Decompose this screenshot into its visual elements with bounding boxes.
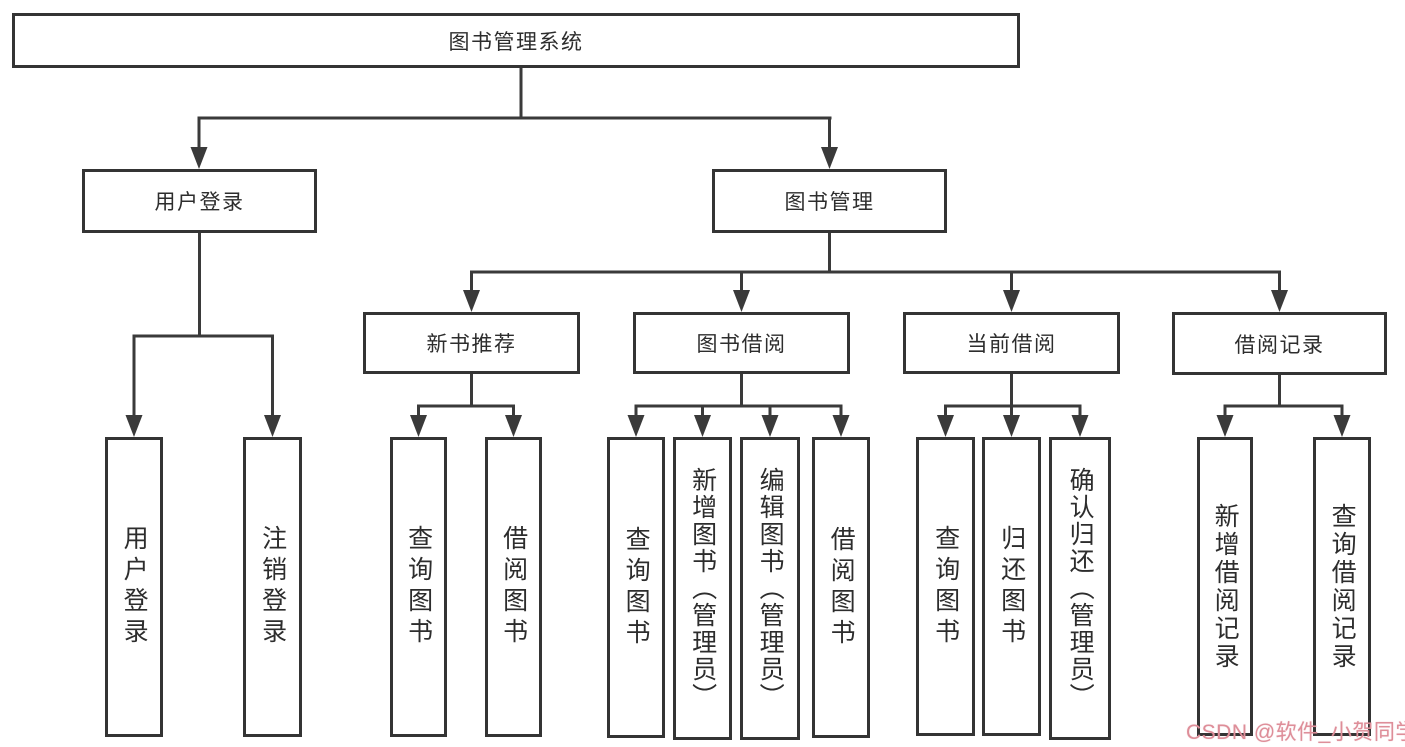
node-nb-borrow-label: 借阅图书: [499, 525, 528, 649]
node-bb-add-label: 新增图书（管理员）: [688, 467, 717, 710]
node-nb-query-label: 查询图书: [404, 525, 433, 649]
node-nb-query: 查询图书: [390, 437, 447, 737]
node-cb-query: 查询图书: [916, 437, 975, 736]
node-borrow-records-label: 借阅记录: [1234, 333, 1325, 357]
csdn-watermark: CSDN @软件_小贺同学: [1186, 721, 1405, 744]
node-bb-add: 新增图书（管理员）: [673, 437, 732, 740]
node-br-add: 新增借阅记录: [1197, 437, 1253, 736]
node-book-borrow-label: 图书借阅: [696, 333, 787, 356]
node-cb-return: 归还图书: [982, 437, 1041, 736]
node-cb-return-label: 归还图书: [997, 524, 1026, 649]
node-current-borrow: 当前借阅: [903, 312, 1120, 374]
node-user-login-label: 用户登录: [154, 191, 245, 214]
node-br-add-label: 新增借阅记录: [1211, 502, 1240, 671]
node-br-query: 查询借阅记录: [1313, 437, 1371, 736]
node-bb-query: 查询图书: [607, 437, 665, 738]
node-new-book-rec: 新书推荐: [363, 312, 580, 374]
node-cb-confirm: 确认归还（管理员）: [1049, 437, 1111, 740]
node-br-query-label: 查询借阅记录: [1328, 502, 1357, 671]
node-bb-query-label: 查询图书: [622, 525, 651, 650]
node-book-borrow: 图书借阅: [633, 312, 850, 374]
node-ul-login-label: 用户登录: [120, 525, 149, 649]
node-ul-logout: 注销登录: [243, 437, 302, 737]
node-ul-login: 用户登录: [105, 437, 163, 737]
node-root-label: 图书管理系统: [448, 30, 584, 54]
node-bb-edit-label: 编辑图书（管理员）: [756, 467, 785, 710]
node-current-borrow-label: 当前借阅: [966, 333, 1057, 356]
node-user-login: 用户登录: [82, 169, 317, 233]
node-bb-borrow: 借阅图书: [812, 437, 870, 738]
node-new-book-rec-label: 新书推荐: [426, 333, 517, 356]
node-bb-edit: 编辑图书（管理员）: [740, 437, 800, 740]
node-root: 图书管理系统: [12, 13, 1020, 68]
node-ul-logout-label: 注销登录: [258, 525, 287, 649]
node-book-mgmt-label: 图书管理: [784, 191, 875, 214]
node-borrow-records: 借阅记录: [1172, 312, 1387, 375]
node-book-mgmt: 图书管理: [712, 169, 947, 233]
node-cb-query-label: 查询图书: [931, 524, 960, 649]
node-bb-borrow-label: 借阅图书: [827, 525, 856, 650]
node-cb-confirm-label: 确认归还（管理员）: [1066, 467, 1095, 710]
node-nb-borrow: 借阅图书: [485, 437, 542, 737]
